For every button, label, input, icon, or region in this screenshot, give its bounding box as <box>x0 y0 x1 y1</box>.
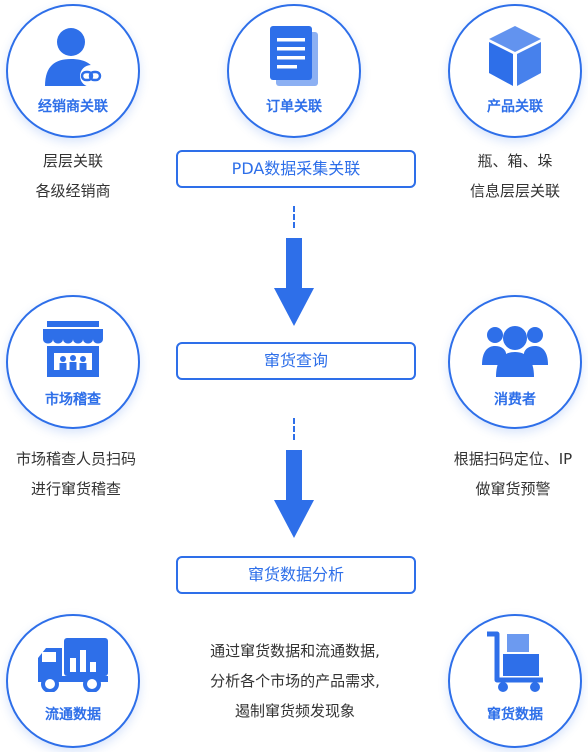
pda-data-collection-box: PDA数据采集关联 <box>176 150 416 188</box>
analysis-description-line: 遏制窜货频发现象 <box>234 702 355 720</box>
diversion-query-box: 窜货查询 <box>176 342 416 380</box>
hand-cart-icon <box>487 631 543 692</box>
cube-icon <box>489 26 541 86</box>
order-association-label: 订单关联 <box>266 99 322 115</box>
consumer-label: 消费者 <box>494 392 536 408</box>
dealer-association-node: 经销商关联 <box>6 4 140 138</box>
user-link-icon <box>45 28 102 87</box>
consumer-description: 根据扫码定位、IP 做窜货预警 <box>438 444 588 504</box>
market-description: 市场稽查人员扫码 进行窜货稽查 <box>0 444 152 504</box>
down-arrow-icon <box>274 450 314 538</box>
down-arrow-icon <box>274 238 314 326</box>
circulation-data-node: 流通数据 <box>6 614 140 748</box>
circulation-data-label: 流通数据 <box>45 707 101 723</box>
storefront-icon <box>43 321 103 377</box>
product-association-node: 产品关联 <box>448 4 582 138</box>
consumer-description-line: 做窜货预警 <box>475 480 551 498</box>
diversion-data-analysis-box: 窜货数据分析 <box>176 556 416 594</box>
dealer-description: 层层关联 各级经销商 <box>6 146 140 206</box>
diversion-data-label: 窜货数据 <box>487 707 543 723</box>
document-icon <box>270 26 318 86</box>
dealer-association-label: 经销商关联 <box>38 99 108 115</box>
diversion-data-node: 窜货数据 <box>448 614 582 748</box>
analysis-description-line: 通过窜货数据和流通数据, <box>210 642 380 660</box>
connector-dashes <box>293 418 295 440</box>
market-inspection-label: 市场稽查 <box>45 392 101 408</box>
analysis-description: 通过窜货数据和流通数据, 分析各个市场的产品需求, 遏制窜货频发现象 <box>160 636 430 726</box>
product-description-line: 瓶、箱、垛 <box>477 152 553 170</box>
market-inspection-node: 市场稽查 <box>6 295 140 429</box>
product-description: 瓶、箱、垛 信息层层关联 <box>438 146 588 206</box>
market-description-line: 进行窜货稽查 <box>30 480 121 498</box>
dealer-description-line: 各级经销商 <box>35 182 111 200</box>
order-association-node: 订单关联 <box>227 4 361 138</box>
market-description-line: 市场稽查人员扫码 <box>15 450 136 468</box>
people-icon <box>482 326 548 377</box>
consumer-description-line: 根据扫码定位、IP <box>453 450 573 468</box>
product-description-line: 信息层层关联 <box>469 182 560 200</box>
consumer-node: 消费者 <box>448 295 582 429</box>
dealer-description-line: 层层关联 <box>42 152 103 170</box>
product-association-label: 产品关联 <box>487 99 543 115</box>
delivery-truck-icon <box>38 638 108 692</box>
connector-dashes <box>293 206 295 228</box>
analysis-description-line: 分析各个市场的产品需求, <box>210 672 380 690</box>
